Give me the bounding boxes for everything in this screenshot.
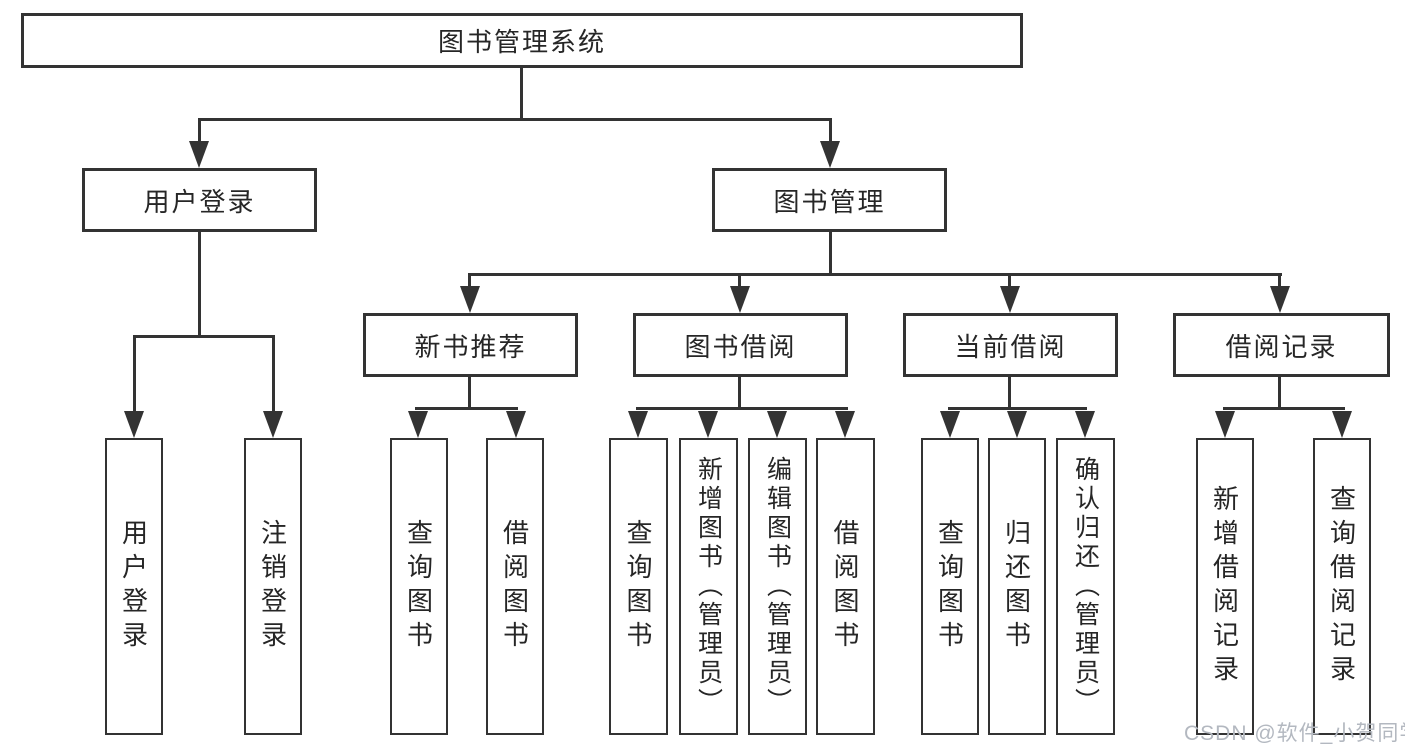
arrow-down-icon (1075, 411, 1095, 438)
connector-line (198, 118, 832, 121)
arrow-down-icon (408, 411, 428, 438)
arrow-down-icon (1270, 286, 1290, 313)
node-book-borrowing: 图书借阅 (633, 313, 848, 377)
connector-line (415, 407, 518, 410)
arrow-down-icon (940, 411, 960, 438)
connector-line (198, 121, 201, 141)
connector-line (468, 377, 471, 407)
connector-line (829, 232, 832, 273)
arrow-down-icon (1332, 411, 1352, 438)
connector-line (468, 273, 1282, 276)
leaf-query-borrow-record: 查询借阅记录 (1313, 438, 1371, 735)
connector-line (133, 335, 275, 338)
arrow-down-icon (506, 411, 526, 438)
leaf-user-login: 用户登录 (105, 438, 163, 735)
connector-line (468, 276, 471, 286)
leaf-borrow-books-recommend: 借阅图书 (486, 438, 544, 735)
connector-line (198, 232, 201, 335)
leaf-query-books-current: 查询图书 (921, 438, 979, 735)
node-new-book-recommendation: 新书推荐 (363, 313, 578, 377)
leaf-return-books: 归还图书 (988, 438, 1046, 735)
connector-line (829, 121, 832, 141)
arrow-down-icon (628, 411, 648, 438)
connector-line (738, 276, 741, 286)
node-borrowing-records: 借阅记录 (1173, 313, 1390, 377)
node-book-management: 图书管理 (712, 168, 947, 232)
connector-line (1278, 276, 1281, 286)
leaf-logout: 注销登录 (244, 438, 302, 735)
arrow-down-icon (1007, 411, 1027, 438)
node-library-management-system: 图书管理系统 (21, 13, 1023, 68)
leaf-edit-books-admin: 编辑图书（管理员） (748, 438, 807, 735)
arrow-down-icon (460, 286, 480, 313)
leaf-query-books-borrowing: 查询图书 (609, 438, 668, 735)
arrow-down-icon (698, 411, 718, 438)
arrow-down-icon (124, 411, 144, 438)
arrow-down-icon (820, 141, 840, 168)
connector-line (272, 338, 275, 411)
connector-line (1008, 276, 1011, 286)
node-current-borrowing: 当前借阅 (903, 313, 1118, 377)
connector-line (1008, 377, 1011, 407)
node-user-login: 用户登录 (82, 168, 317, 232)
leaf-add-books-admin: 新增图书（管理员） (679, 438, 738, 735)
connector-line (948, 407, 1087, 410)
csdn-watermark: CSDN @软件_小贺同学 (1184, 722, 1405, 745)
leaf-borrow-books: 借阅图书 (816, 438, 875, 735)
leaf-add-borrow-record: 新增借阅记录 (1196, 438, 1254, 735)
arrow-down-icon (189, 141, 209, 168)
connector-line (133, 338, 136, 411)
connector-line (636, 407, 848, 410)
arrow-down-icon (767, 411, 787, 438)
connector-line (738, 377, 741, 407)
arrow-down-icon (1215, 411, 1235, 438)
leaf-confirm-return-admin: 确认归还（管理员） (1056, 438, 1115, 735)
connector-line (1278, 377, 1281, 407)
arrow-down-icon (263, 411, 283, 438)
arrow-down-icon (730, 286, 750, 313)
connector-line (520, 68, 523, 118)
arrow-down-icon (1000, 286, 1020, 313)
connector-line (1223, 407, 1345, 410)
leaf-query-books-recommend: 查询图书 (390, 438, 448, 735)
arrow-down-icon (835, 411, 855, 438)
